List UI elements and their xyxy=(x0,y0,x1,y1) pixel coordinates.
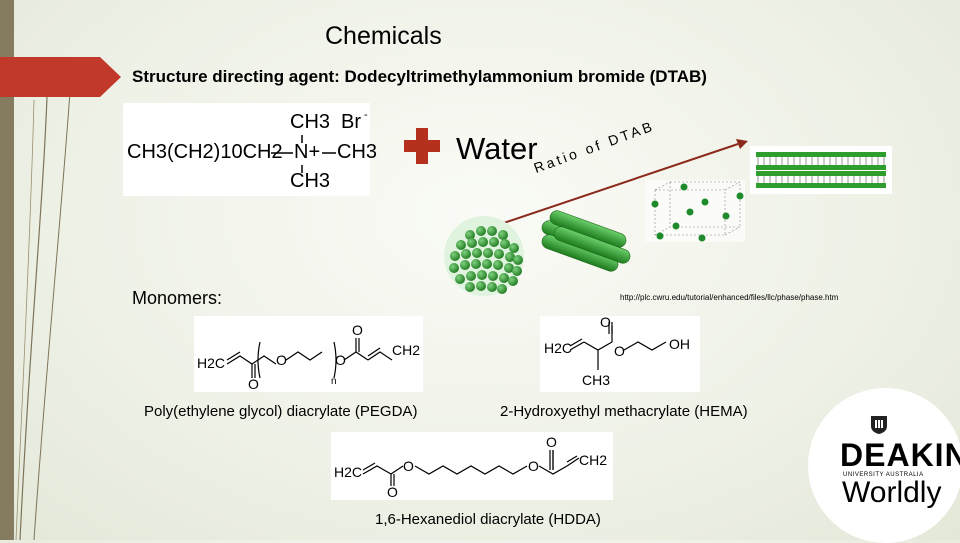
phase-diagram xyxy=(444,139,892,296)
cylindrical-micelles xyxy=(541,210,631,272)
dtab-bond-left xyxy=(271,152,293,154)
hdda-oxygen: O xyxy=(528,458,539,474)
hdda-oxygen: O xyxy=(387,484,398,500)
hema-oxygen: O xyxy=(600,314,611,330)
monomers-heading: Monomers: xyxy=(132,288,223,308)
source-url[interactable]: http://plc.cwru.edu/tutorial/enhanced/fi… xyxy=(620,293,839,302)
deakin-wordmark: DEAKIN xyxy=(840,437,960,473)
dtab-chain: CH3(CH2)10CH2 xyxy=(127,141,283,163)
hema-oh: OH xyxy=(669,336,690,352)
hema-bonds xyxy=(569,322,667,370)
deakin-tagline: Worldly xyxy=(842,476,942,509)
hdda-h2c: H2C xyxy=(334,464,363,480)
plus-icon xyxy=(404,128,440,164)
hema-caption: 2-Hydroxyethyl methacrylate (HEMA) xyxy=(500,403,748,420)
pegda-oxygen: O xyxy=(352,322,363,338)
dtab-structure: CH3 Br - CH3(CH2)10CH2 N+ CH3 CH3 xyxy=(123,103,377,196)
pegda-ch2: CH2 xyxy=(392,342,421,358)
dtab-bond-right xyxy=(322,152,336,154)
slide-title: Chemicals xyxy=(325,22,442,50)
hema-structure: H2C O O OH CH3 xyxy=(540,314,700,392)
pegda-structure: H2C O O O O CH2 n xyxy=(194,316,423,392)
slide-subtitle: Structure directing agent: Dodecyltrimet… xyxy=(132,67,707,86)
decorative-lines xyxy=(15,69,71,540)
sidebar-bar xyxy=(0,0,14,540)
dtab-nitrogen: N+ xyxy=(294,141,321,163)
deakin-subline: UNIVERSITY AUSTRALIA xyxy=(843,472,924,478)
spherical-micelle xyxy=(444,216,524,296)
hdda-ch2: CH2 xyxy=(579,452,608,468)
hema-ch3: CH3 xyxy=(582,372,611,388)
deakin-logo-badge xyxy=(808,388,960,543)
dtab-ch3-right: CH3 xyxy=(337,141,378,163)
hema-oxygen: O xyxy=(614,343,625,359)
pegda-oxygen: O xyxy=(248,376,259,392)
pegda-oxygen: O xyxy=(276,352,287,368)
hdda-bonds xyxy=(362,450,580,486)
hdda-caption: 1,6-Hexanediol diacrylate (HDDA) xyxy=(375,511,601,528)
dtab-ch3-bottom: CH3 xyxy=(290,170,331,192)
pegda-n: n xyxy=(331,376,337,387)
deakin-crest-icon xyxy=(871,416,887,434)
dtab-bromide-charge: - xyxy=(364,109,368,121)
pegda-bonds xyxy=(226,338,393,379)
pegda-caption: Poly(ethylene glycol) diacrylate (PEGDA) xyxy=(144,403,418,420)
hdda-structure: H2C O O O O CH2 xyxy=(331,432,613,500)
title-accent-tab xyxy=(0,57,121,97)
dtab-bond-vertical xyxy=(301,135,303,173)
pegda-h2c: H2C xyxy=(197,355,226,371)
hdda-oxygen: O xyxy=(403,458,414,474)
hema-h2c: H2C xyxy=(544,340,573,356)
lamellar-phase xyxy=(750,146,892,194)
hdda-oxygen: O xyxy=(546,434,557,450)
dtab-ch3-top: CH3 xyxy=(290,111,331,133)
water-label: Water xyxy=(456,131,538,166)
dtab-bromide: Br xyxy=(341,111,361,133)
cubic-phase xyxy=(645,180,745,242)
pegda-oxygen: O xyxy=(335,352,346,368)
